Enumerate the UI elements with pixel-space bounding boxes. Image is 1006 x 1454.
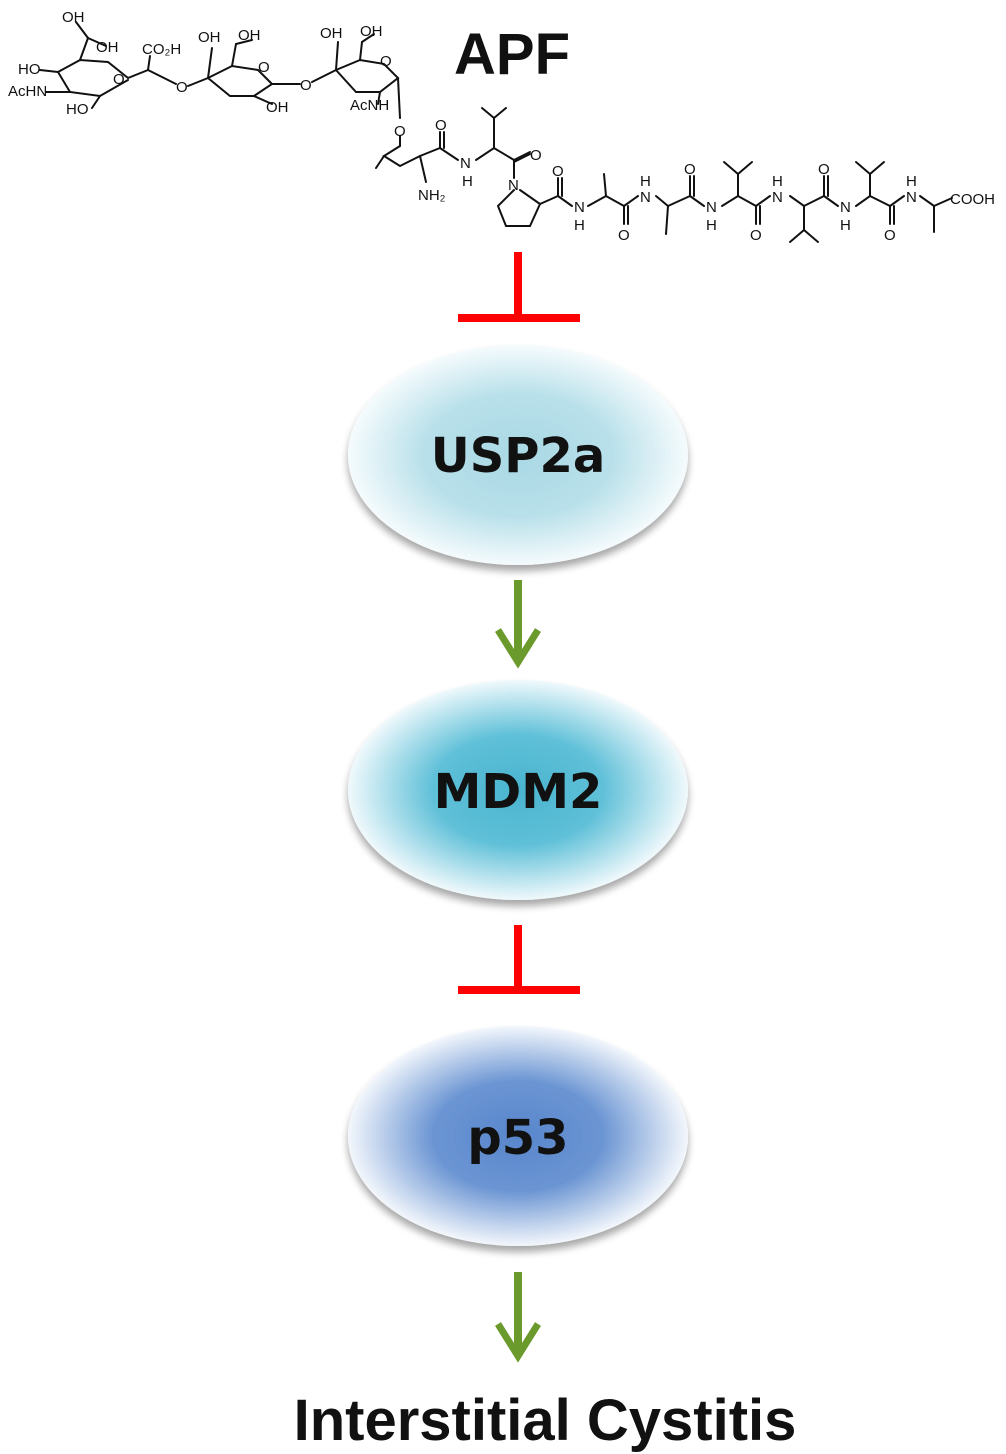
structure-label: AcNH <box>350 97 389 114</box>
structure-label: H <box>840 217 851 234</box>
structure-label: AcHN <box>8 83 47 100</box>
structure-label: O <box>750 227 762 244</box>
structure-label: N <box>508 177 519 194</box>
structure-label: O <box>884 227 896 244</box>
structure-label: H <box>640 173 651 190</box>
activation-arrow-usp2a-mdm2 <box>495 580 541 669</box>
inhibition-arrow-apf-usp2a <box>458 252 580 322</box>
structure-label: N <box>906 189 917 206</box>
structure-label: O <box>300 77 312 94</box>
node-mdm2 <box>348 680 688 900</box>
structure-label: O <box>394 123 406 140</box>
structure-label: N <box>706 199 717 216</box>
structure-label: NH₂ <box>418 187 446 204</box>
outcome-label: Interstitial Cystitis <box>294 1388 797 1453</box>
structure-label: O <box>818 161 830 178</box>
apf-title: APF <box>454 22 570 87</box>
structure-label: OH <box>238 27 261 44</box>
node-usp2a <box>348 345 688 565</box>
structure-label: O <box>176 79 188 96</box>
structure-label: O <box>552 163 564 180</box>
structure-label: N <box>772 189 783 206</box>
structure-label: O <box>258 59 270 76</box>
structure-label: O <box>530 147 542 164</box>
apf-chemical-structure <box>39 21 953 243</box>
structure-label: OH <box>198 29 221 46</box>
structure-label: OH <box>320 25 343 42</box>
structure-label: N <box>460 155 471 172</box>
inhibition-arrow-mdm2-p53 <box>458 925 580 994</box>
structure-label: HO <box>18 61 41 78</box>
structure-label: H <box>906 173 917 190</box>
structure-label: H <box>462 173 473 190</box>
structure-label: COOH <box>950 191 995 208</box>
structure-label: N <box>640 189 651 206</box>
activation-arrow-p53-outcome <box>495 1272 541 1363</box>
node-label-mdm2: MDM2 <box>434 764 603 820</box>
structure-label: OH <box>360 23 383 40</box>
structure-label: H <box>706 217 717 234</box>
structure-label: N <box>574 199 585 216</box>
structure-label: HO <box>66 101 89 118</box>
structure-label: H <box>574 217 585 234</box>
structure-label: OH <box>62 9 85 26</box>
structure-label: CO₂H <box>142 41 181 58</box>
node-label-usp2a: USP2a <box>431 428 606 484</box>
structure-label: O <box>113 71 125 88</box>
node-p53 <box>348 1026 688 1246</box>
structure-labels: OH OH CO₂H OH OH OH OH HO AcHN HO O O O … <box>8 9 995 244</box>
structure-label: N <box>840 199 851 216</box>
node-label-p53: p53 <box>467 1110 568 1166</box>
structure-label: O <box>618 227 630 244</box>
structure-label: OH <box>96 39 119 56</box>
structure-label: OH <box>266 99 289 116</box>
structure-label: O <box>684 161 696 178</box>
structure-label: O <box>380 53 392 70</box>
structure-label: O <box>435 117 447 134</box>
structure-label: H <box>772 173 783 190</box>
